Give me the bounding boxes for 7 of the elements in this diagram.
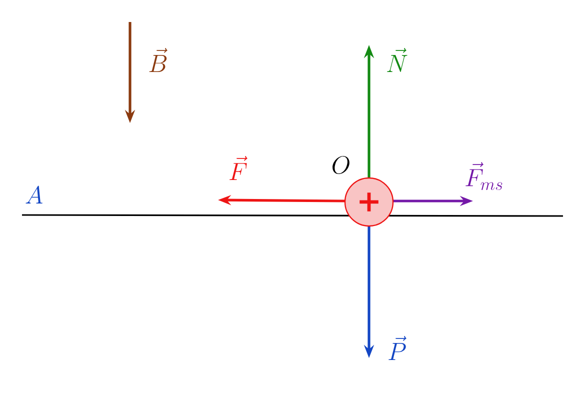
vector-label: $\vec{F}_{ms}$ xyxy=(466,162,502,190)
vector-label: $\vec{F}$ xyxy=(230,156,248,180)
vector-label: $\vec{N}$ xyxy=(387,48,408,72)
vector-label: $\vec{P}$ xyxy=(388,336,406,360)
vector-label: $\vec{B}$ xyxy=(149,48,168,72)
vector-label: $A$ xyxy=(26,186,42,204)
vector-label: $O$ xyxy=(332,156,350,174)
